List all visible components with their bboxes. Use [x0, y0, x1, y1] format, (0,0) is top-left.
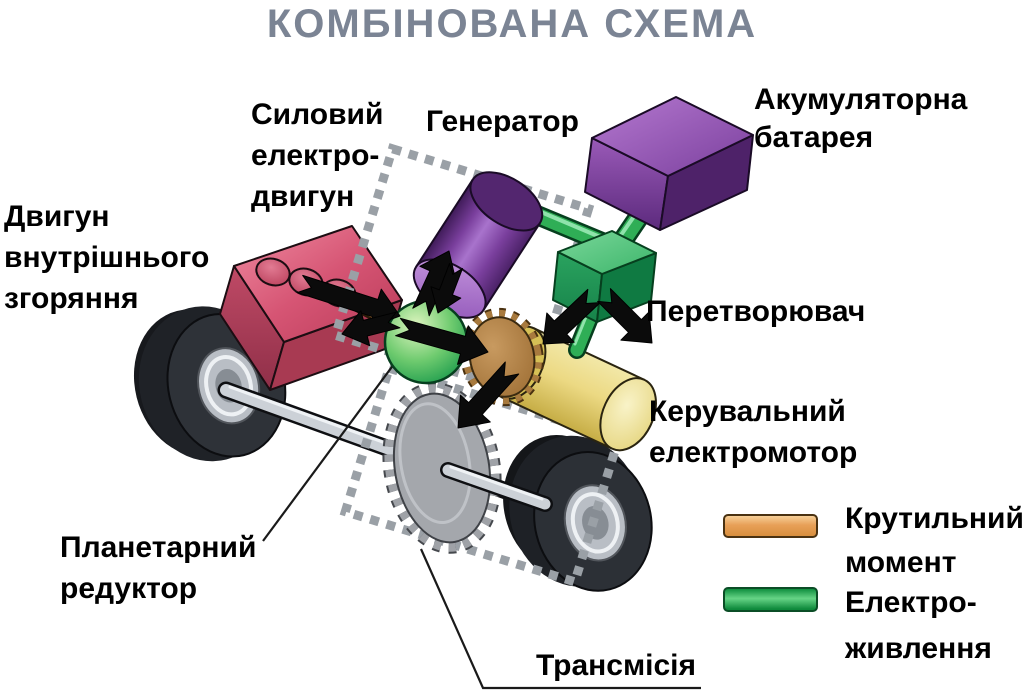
battery-box [584, 96, 754, 231]
reduction-gear [460, 307, 544, 407]
label-generator: Генератор [426, 105, 579, 138]
label-engine: Двигун внутрішнього згоряння [4, 200, 210, 315]
planetary-leader-line [262, 359, 398, 542]
torque-legend-swatch [723, 514, 818, 538]
label-control-motor: Керувальний електромотор [649, 395, 858, 469]
arrow-generator-to-sphere [430, 263, 463, 314]
transmission-leader-line [419, 548, 701, 690]
arrow-sphere-to-engine [341, 310, 401, 347]
label-battery: Акумуляторна батарея [754, 83, 968, 154]
arrow-sphere-to-gear [395, 317, 489, 365]
power-legend-swatch [723, 587, 818, 612]
label-transmission: Трансмісія [535, 649, 697, 682]
arrow-converter-right [597, 288, 653, 344]
arrow-converter-left [542, 288, 601, 345]
label-power-motor: Силовий електро- двигун [251, 98, 384, 213]
label-converter: Перетворювач [646, 295, 866, 328]
legend-power-label: Електро- живлення [845, 586, 992, 665]
arrow-gear-to-transmission [457, 361, 520, 429]
rear-right-wheel [503, 435, 653, 592]
axle-over-gear [440, 462, 553, 512]
legend-torque-label: Крутильний момент [845, 502, 1024, 579]
flow-arrows [296, 250, 653, 429]
label-planetary: Планетарний редуктор [60, 531, 257, 605]
page-title: КОМБІНОВАНА СХЕМА [266, 2, 758, 46]
